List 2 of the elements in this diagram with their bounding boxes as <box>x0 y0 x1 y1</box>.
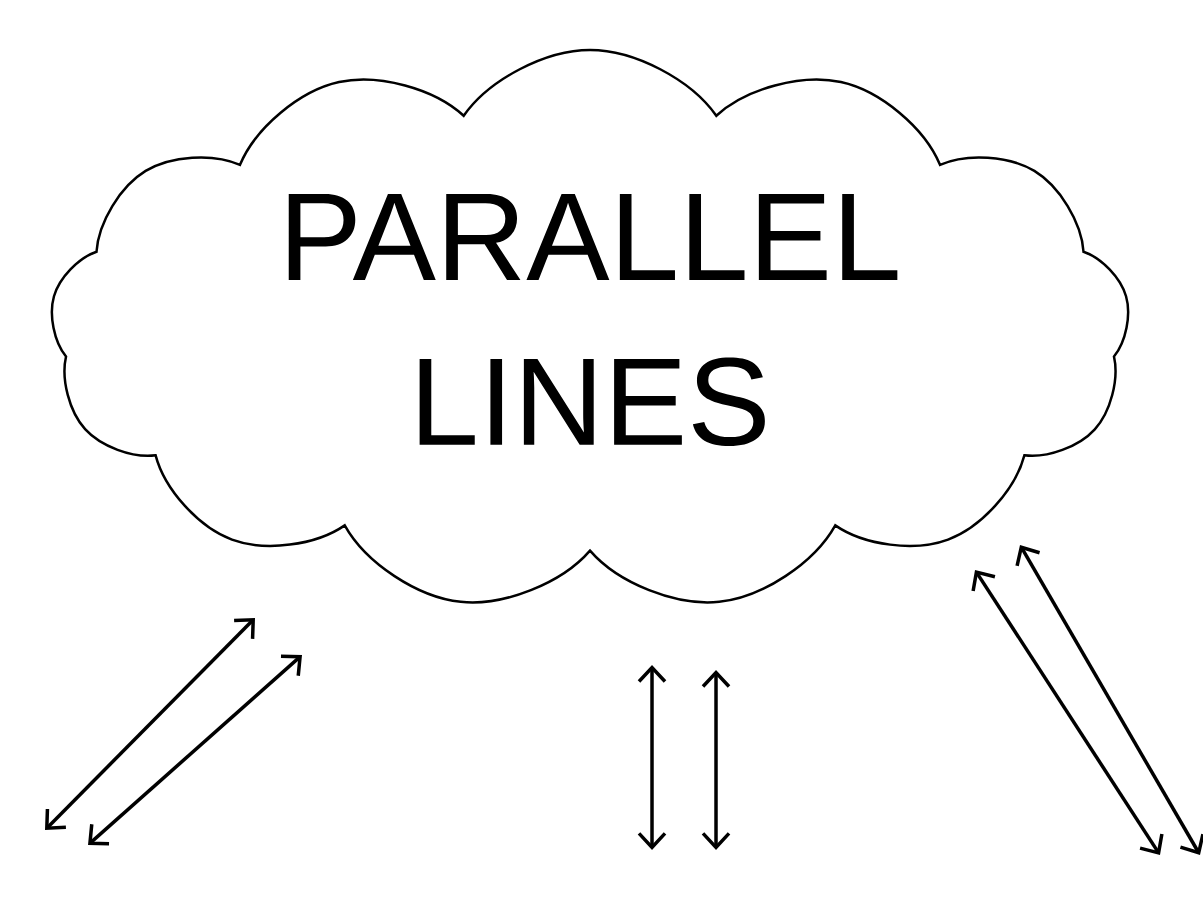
title-text: PARALLEL LINES <box>288 193 898 447</box>
cloud-box <box>50 48 1130 604</box>
